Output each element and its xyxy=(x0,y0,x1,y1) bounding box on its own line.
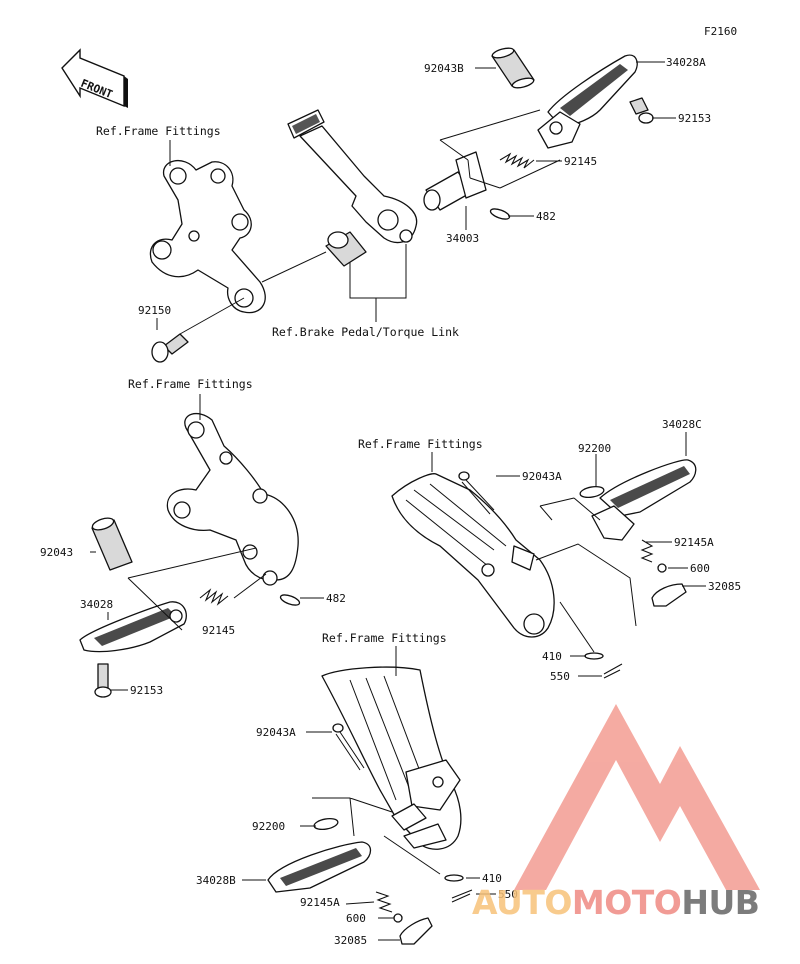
part-label-410-bottom: 410 xyxy=(482,872,502,885)
part-label-600-right: 600 xyxy=(690,562,710,575)
part-label-550-bottom: 550 xyxy=(498,888,518,901)
part-label-34028A: 34028A xyxy=(666,56,706,69)
bolt-92043A-right xyxy=(458,471,495,515)
part-label-600-bottom: 600 xyxy=(346,912,366,925)
watermark-hub: HUB xyxy=(681,883,759,922)
watermark-auto: AUTO xyxy=(472,883,572,922)
ref-frame-fittings-3: Ref.Frame Fittings xyxy=(358,437,483,451)
ref-brake-pedal-torque-link: Ref.Brake Pedal/Torque Link xyxy=(272,325,459,339)
part-label-92043B: 92043B xyxy=(424,62,464,75)
part-label-92153-top: 92153 xyxy=(678,112,711,125)
ball-600-right xyxy=(657,563,667,573)
pillion-bracket-right xyxy=(391,473,555,638)
part-label-34028B: 34028B xyxy=(196,874,236,887)
footpeg-bracket-top xyxy=(149,159,266,314)
watermark-moto: MOTO xyxy=(572,883,681,922)
automotohub-watermark: AUTOMOTOHUB xyxy=(472,704,760,922)
part-label-92150: 92150 xyxy=(138,304,171,317)
spring-92145-top xyxy=(499,152,535,169)
part-label-92145A-right: 92145A xyxy=(674,536,714,549)
svg-text:AUTOMOTOHUB: AUTOMOTOHUB xyxy=(472,883,759,922)
part-label-34028C: 34028C xyxy=(662,418,702,431)
pin-92043 xyxy=(91,517,133,571)
ring-482-top xyxy=(489,208,511,220)
footpeg-bracket-left xyxy=(166,412,299,581)
part-label-92043: 92043 xyxy=(40,546,73,559)
brake-pedal xyxy=(287,109,418,244)
automotohub-logo-icon xyxy=(514,704,760,890)
ring-482-left xyxy=(279,594,301,606)
part-label-482-left: 482 xyxy=(326,592,346,605)
bolt-92153-left xyxy=(94,663,112,698)
front-arrow-icon: FRONT xyxy=(61,48,128,108)
spring-92145A-right xyxy=(640,539,654,563)
footpeg-34028C xyxy=(591,459,697,541)
holder-34003 xyxy=(423,151,487,211)
pillion-footpeg-right-group xyxy=(391,432,706,679)
bolt-92043A-bottom xyxy=(332,723,365,771)
part-label-92145A-bottom: 92145A xyxy=(300,896,340,909)
ref-frame-fittings-4: Ref.Frame Fittings xyxy=(322,631,447,645)
bolt-92153-top xyxy=(629,97,654,124)
footpeg-34028A xyxy=(537,54,638,149)
part-label-410-right: 410 xyxy=(542,650,562,663)
rider-footpeg-left-group xyxy=(79,412,324,698)
bolt-92150 xyxy=(151,333,189,363)
part-label-92043A-right: 92043A xyxy=(522,470,562,483)
part-label-550-right: 550 xyxy=(550,670,570,683)
part-label-34003: 34003 xyxy=(446,232,479,245)
pin-92043B xyxy=(491,47,535,89)
pin-550-right xyxy=(603,663,623,679)
part-label-92145-top: 92145 xyxy=(564,155,597,168)
diagram-code: F2160 xyxy=(704,25,737,38)
part-label-92200-bottom: 92200 xyxy=(252,820,285,833)
ring-410-right xyxy=(584,652,604,660)
footpeg-34028B xyxy=(267,841,372,893)
spring-92145-left xyxy=(199,588,229,606)
part-label-92043A-bottom: 92043A xyxy=(256,726,296,739)
ring-410-bottom xyxy=(444,874,464,882)
plate-32085-bottom xyxy=(399,917,433,945)
pin-550-bottom xyxy=(451,889,473,903)
part-label-92200-right: 92200 xyxy=(578,442,611,455)
rider-footpeg-right-group xyxy=(423,47,676,230)
part-label-92145-left: 92145 xyxy=(202,624,235,637)
part-label-32085-bottom: 32085 xyxy=(334,934,367,947)
part-label-32085-right: 32085 xyxy=(708,580,741,593)
plate-32085-right xyxy=(651,583,687,607)
part-label-34028: 34028 xyxy=(80,598,113,611)
ref-frame-fittings-1: Ref.Frame Fittings xyxy=(96,124,221,138)
rider-bracket-right-group xyxy=(149,109,418,363)
collar xyxy=(325,231,367,267)
part-label-482-top: 482 xyxy=(536,210,556,223)
washer-92200-bottom xyxy=(313,818,339,830)
spring-92145A-bottom xyxy=(375,891,393,913)
ref-frame-fittings-2: Ref.Frame Fittings xyxy=(128,377,253,391)
footpeg-34028 xyxy=(79,601,187,653)
part-label-92153-left: 92153 xyxy=(130,684,163,697)
ball-600-bottom xyxy=(393,913,403,923)
pillion-footpeg-left-group xyxy=(242,646,496,945)
washer-92200-right xyxy=(579,486,605,498)
